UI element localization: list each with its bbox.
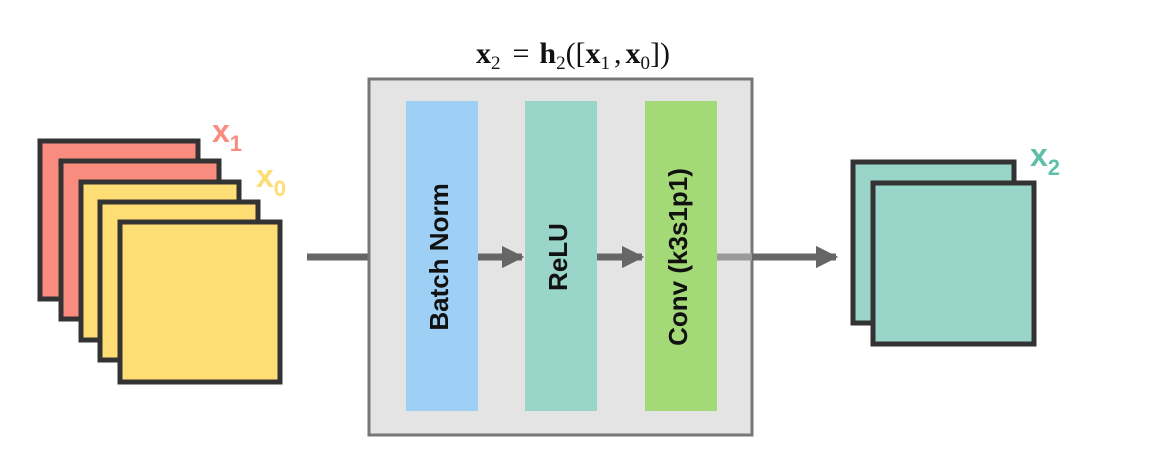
relu-label: ReLU [543, 223, 573, 291]
conv-label: Conv (k3s1p1) [663, 168, 693, 346]
conv-layer [645, 101, 717, 411]
x1-label: x1 [212, 113, 242, 156]
formula-arg2-sub: 0 [641, 53, 651, 74]
formula-func-sub: 2 [556, 53, 566, 74]
x0-label: x0 [256, 158, 286, 201]
formula-title: x2=h2([x1,x0]) [476, 37, 670, 74]
relu-layer [525, 101, 597, 411]
batch-norm-layer [406, 101, 478, 411]
formula-arg2: x [626, 37, 641, 70]
input-map-x0-c [117, 219, 283, 385]
formula-lhs-sub: 2 [491, 53, 501, 74]
formula-arg1-sub: 1 [601, 53, 611, 74]
formula-arg1: x [586, 37, 601, 70]
batch-norm-label: Batch Norm [424, 183, 454, 330]
formula-eq: = [512, 37, 529, 70]
formula-open: ([ [566, 37, 586, 70]
x2-label: x2 [1030, 137, 1060, 180]
output-stack [850, 159, 1037, 347]
formula-lhs: x [476, 37, 491, 70]
output-map-b [870, 180, 1037, 347]
formula-func: h [539, 37, 556, 70]
input-stack [37, 138, 283, 385]
formula-close: ]) [650, 37, 670, 70]
formula-comma: , [614, 37, 622, 70]
